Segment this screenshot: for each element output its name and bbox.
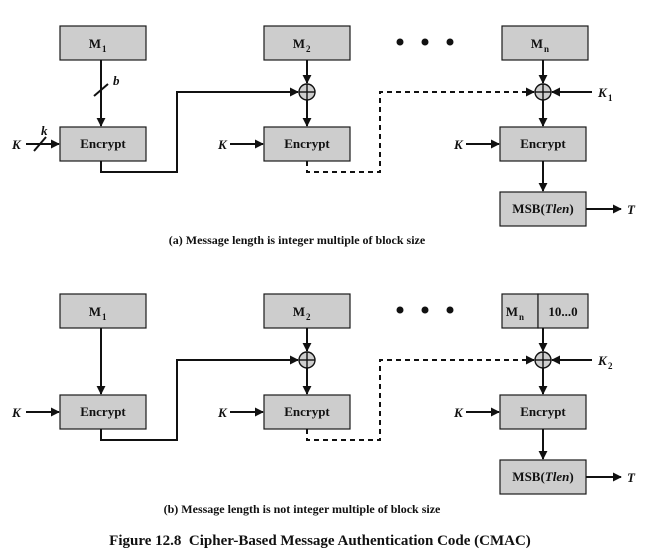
b-key-2: K — [217, 405, 228, 420]
b-mn-sub: n — [519, 312, 524, 322]
b-wire-chain-2 — [306, 355, 535, 441]
a-width-slash-b — [93, 83, 109, 97]
a-xor-n — [534, 83, 552, 101]
b-block-padding — [537, 293, 589, 329]
panel-a: M 1 M 2 M n Encrypt Encrypt Encrypt MSB(… — [11, 25, 636, 247]
b-xor-n — [534, 351, 552, 369]
b-tag: T — [627, 470, 636, 485]
a-m1-sub: 1 — [102, 44, 107, 54]
b-encrypt-2-label: Encrypt — [284, 404, 330, 419]
a-wire-chain-2 — [306, 87, 535, 173]
a-block-mn — [501, 25, 589, 61]
a-xor-2 — [298, 83, 316, 101]
b-key-1: K — [11, 405, 22, 420]
a-width-k: k — [41, 123, 48, 138]
a-m1-letter: M — [89, 36, 101, 51]
b-m2-sub: 2 — [306, 312, 311, 322]
b-mn-letter: M — [506, 304, 518, 319]
a-subkey-sub: 1 — [608, 93, 613, 103]
a-key-2: K — [217, 137, 228, 152]
b-msb-label: MSB(Tlen) — [512, 469, 573, 484]
b-msb-block — [499, 459, 587, 495]
b-subkey-sub: 2 — [608, 361, 613, 371]
b-block-mn — [501, 293, 539, 329]
b-m1-letter: M — [89, 304, 101, 319]
a-block-m1 — [59, 25, 147, 61]
b-key-n: K — [453, 405, 464, 420]
b-subkey-letter: K — [597, 353, 608, 368]
a-subkey-letter: K — [597, 85, 608, 100]
a-tag: T — [627, 202, 636, 217]
b-encrypt-n-label: Encrypt — [520, 404, 566, 419]
a-width-b: b — [113, 73, 120, 88]
a-encrypt-1-label: Encrypt — [80, 136, 126, 151]
b-block-m1 — [59, 293, 147, 329]
a-key-1: K — [11, 137, 22, 152]
panel-b: M 1 M 2 M n 10...0 Encrypt Encrypt Encry… — [11, 293, 636, 516]
b-wire-chain-1 — [100, 355, 299, 441]
b-m1-sub: 1 — [102, 312, 107, 322]
a-ellipsis — [396, 38, 454, 46]
b-m2-letter: M — [293, 304, 305, 319]
a-key-n: K — [453, 137, 464, 152]
a-msb-label: MSB(Tlen) — [512, 201, 573, 216]
b-caption: (b) Message length is not integer multip… — [164, 502, 441, 516]
b-encrypt-n — [499, 394, 587, 430]
a-mn-sub: n — [544, 44, 549, 54]
figure-caption: Figure 12.8 Cipher-Based Message Authent… — [109, 533, 531, 549]
a-mn-letter: M — [531, 36, 543, 51]
b-encrypt-1 — [59, 394, 147, 430]
a-m2-sub: 2 — [306, 44, 311, 54]
a-encrypt-2-label: Encrypt — [284, 136, 330, 151]
b-encrypt-1-label: Encrypt — [80, 404, 126, 419]
b-encrypt-2 — [263, 394, 351, 430]
a-encrypt-1 — [59, 126, 147, 162]
a-caption: (a) Message length is integer multiple o… — [169, 233, 426, 247]
a-block-m2 — [263, 25, 351, 61]
a-width-slash-k — [33, 136, 47, 152]
b-xor-2 — [298, 351, 316, 369]
a-wire-chain-1 — [100, 87, 299, 173]
a-encrypt-n-label: Encrypt — [520, 136, 566, 151]
b-block-m2 — [263, 293, 351, 329]
b-ellipsis — [396, 306, 454, 314]
b-padding-label: 10...0 — [548, 304, 577, 319]
a-encrypt-2 — [263, 126, 351, 162]
a-m2-letter: M — [293, 36, 305, 51]
